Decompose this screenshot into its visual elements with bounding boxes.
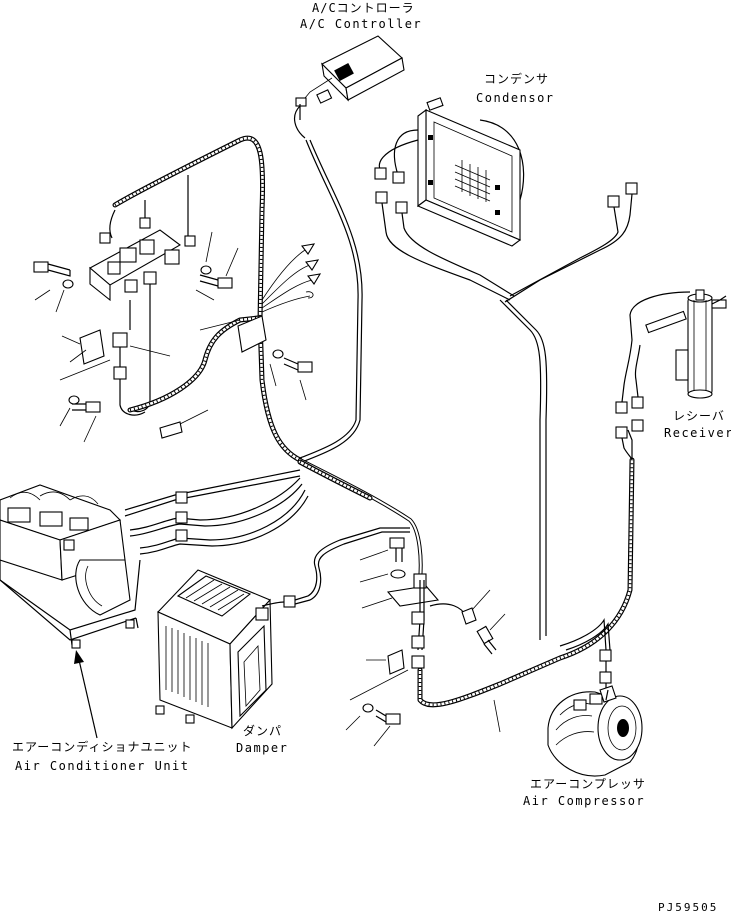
- connector: [374, 167, 387, 180]
- bolt: [33, 261, 71, 277]
- bracket: [237, 315, 267, 353]
- relay-panel: [89, 175, 196, 416]
- air-compressor-label-jp: エアーコンプレッサ: [530, 777, 646, 791]
- condensor-label-jp: コンデンサ: [484, 71, 549, 86]
- drawing-code: PJ59505: [658, 901, 718, 914]
- connector: [599, 649, 612, 662]
- air-compressor-label-en: Air Compressor: [523, 794, 645, 808]
- ac-controller-label-en: A/C Controller: [300, 17, 422, 31]
- clip: [79, 329, 105, 365]
- condensor-label-en: Condensor: [476, 91, 555, 105]
- connector: [392, 171, 405, 184]
- air-compressor: [547, 685, 643, 777]
- condensor: [416, 97, 525, 247]
- connector: [615, 426, 628, 439]
- clip: [387, 649, 405, 675]
- receiver-label-jp: レシーバ: [673, 409, 725, 423]
- ac-controller-label-jp: A/Cコントローラ: [312, 1, 415, 15]
- connector: [631, 396, 644, 409]
- connector: [375, 191, 388, 204]
- receiver-label-en: Receiver: [664, 426, 731, 440]
- connector: [175, 511, 188, 524]
- connector: [607, 195, 620, 208]
- air-conditioner-unit-label-jp: エアーコンディショナユニット: [12, 739, 192, 754]
- connector: [283, 595, 296, 608]
- label-tag: [159, 421, 183, 439]
- connector: [625, 182, 638, 195]
- washer: [362, 703, 374, 713]
- connector: [175, 529, 188, 542]
- damper: [155, 569, 273, 730]
- bolt: [199, 274, 233, 289]
- washer: [62, 279, 74, 289]
- connector: [615, 401, 628, 414]
- receiver: [645, 289, 727, 399]
- damper-label-jp: ダンパ: [243, 723, 282, 738]
- damper-label-en: Damper: [236, 741, 288, 755]
- air-conditioner-unit: [0, 484, 141, 649]
- air-conditioner-unit-label-en: Air Conditioner Unit: [15, 759, 190, 773]
- washer: [68, 395, 80, 405]
- connector: [599, 671, 612, 684]
- bolt: [283, 357, 313, 373]
- bolt: [375, 709, 401, 725]
- washer: [200, 265, 212, 275]
- connector: [631, 419, 644, 432]
- washer: [272, 349, 284, 359]
- ac-controller: [295, 35, 405, 107]
- main-harness: [112, 135, 303, 463]
- pointer-arrow: [78, 659, 98, 739]
- compressor-harness: [417, 457, 635, 708]
- connector: [395, 201, 408, 214]
- connector: [175, 491, 188, 504]
- center-bracket: [359, 537, 506, 669]
